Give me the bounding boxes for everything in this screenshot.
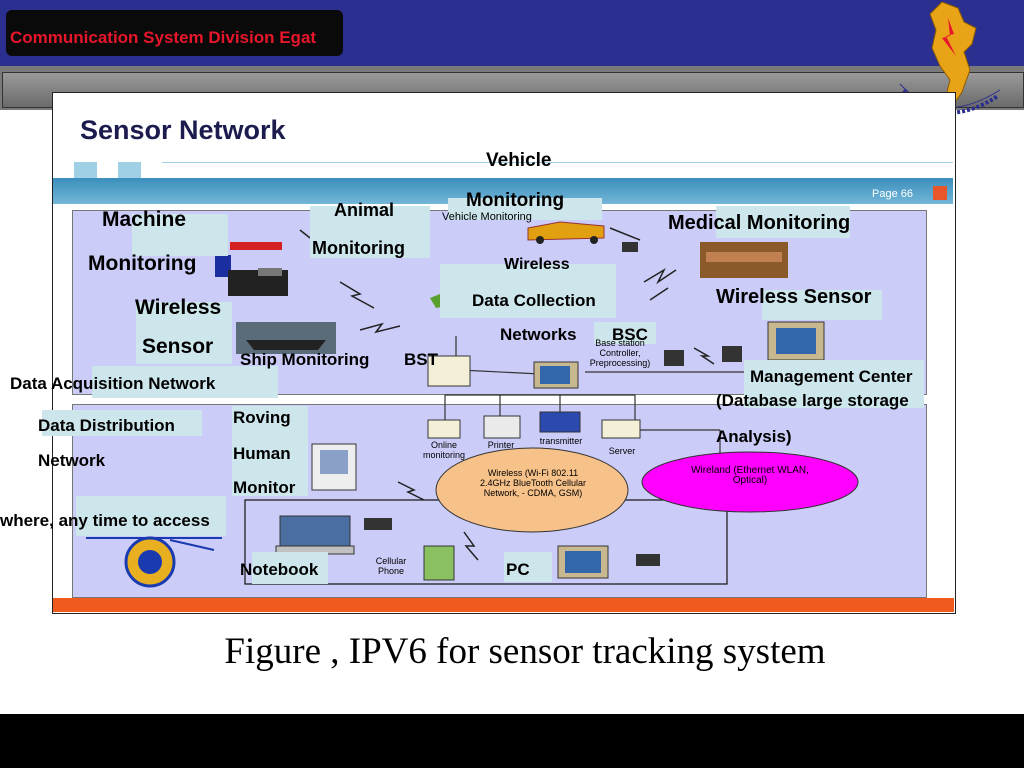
- label-backdrop: [310, 206, 430, 258]
- label-roving: Roving: [233, 408, 291, 427]
- label-backdrop: [136, 302, 232, 364]
- label-analysis: Analysis): [716, 427, 792, 446]
- slide-footer-bar: [53, 598, 954, 612]
- label-wireless-sensor-right: Wireless Sensor: [716, 286, 872, 308]
- label-wireland-cloud: Wireland (Ethernet WLAN, Optical): [691, 465, 809, 486]
- label-management-center: Management Center: [750, 367, 913, 386]
- label-notebook: Notebook: [240, 560, 319, 579]
- label-sensor-left: Sensor: [142, 335, 214, 358]
- label-server: Server: [608, 446, 636, 456]
- label-data-acquisition: Data Acquisition Network: [10, 374, 216, 393]
- label-monitor: Monitor: [233, 478, 296, 497]
- label-backdrop: [716, 206, 850, 238]
- label-anywhere: where, any time to access: [0, 511, 210, 530]
- header-title: Communication System Division Egat: [10, 28, 317, 47]
- label-backdrop: [92, 366, 278, 398]
- label-backdrop: [232, 406, 308, 496]
- page-number: Page 66: [872, 188, 913, 200]
- header-title-box: [6, 10, 343, 56]
- slide-title: Sensor Network: [80, 115, 286, 145]
- label-cellular-phone: Cellular Phone: [375, 556, 407, 576]
- label-machine-monitoring: Monitoring: [88, 252, 197, 275]
- figure-caption: Figure , IPV6 for sensor tracking system: [224, 631, 826, 672]
- label-transmitter: transmitter: [539, 436, 583, 446]
- label-backdrop: [252, 552, 328, 584]
- label-wireless-left: Wireless: [135, 296, 222, 319]
- label-online-monitoring: Online monitoring: [422, 440, 466, 460]
- label-base-station: Base station Controller, Preprocessing): [589, 338, 651, 368]
- label-backdrop: [76, 496, 226, 536]
- decor-square: [74, 162, 97, 178]
- label-database: (Database large storage: [716, 391, 909, 410]
- label-data-collection: Data Collection: [472, 291, 596, 310]
- label-backdrop: [448, 198, 602, 220]
- label-vehicle: Vehicle: [486, 150, 552, 171]
- label-backdrop: [42, 410, 202, 436]
- label-backdrop: [132, 214, 228, 256]
- label-vehicle-monitoring-small: Vehicle Monitoring: [442, 211, 532, 223]
- label-vehicle-monitoring: Monitoring: [466, 190, 565, 211]
- label-bst: BST: [404, 350, 438, 369]
- label-animal: Animal: [334, 200, 395, 220]
- label-machine: Machine: [102, 208, 187, 231]
- label-data-distribution: Data Distribution: [38, 416, 175, 435]
- decor-line: [162, 162, 953, 163]
- label-backdrop: [504, 552, 552, 582]
- label-medical-monitoring: Medical Monitoring: [668, 212, 851, 234]
- page-marker: [933, 186, 947, 200]
- decor-square: [118, 162, 141, 178]
- label-backdrop: [594, 322, 656, 344]
- label-network: Network: [38, 451, 106, 470]
- label-backdrop: [744, 360, 924, 408]
- label-wireless: Wireless: [504, 256, 570, 273]
- label-human: Human: [233, 444, 291, 463]
- label-backdrop: [762, 290, 882, 320]
- label-printer: Printer: [487, 440, 515, 450]
- label-wireless-cloud: Wireless (Wi-Fi 802.11 2.4GHz BlueTooth …: [479, 468, 587, 498]
- label-ship-monitoring: Ship Monitoring: [240, 350, 370, 369]
- label-pc: PC: [506, 560, 530, 579]
- label-networks: Networks: [500, 325, 577, 344]
- label-animal-monitoring: Monitoring: [312, 238, 405, 258]
- bottom-bar: [0, 714, 1024, 768]
- label-backdrop: [440, 264, 616, 318]
- label-bsc: BSC: [612, 325, 648, 344]
